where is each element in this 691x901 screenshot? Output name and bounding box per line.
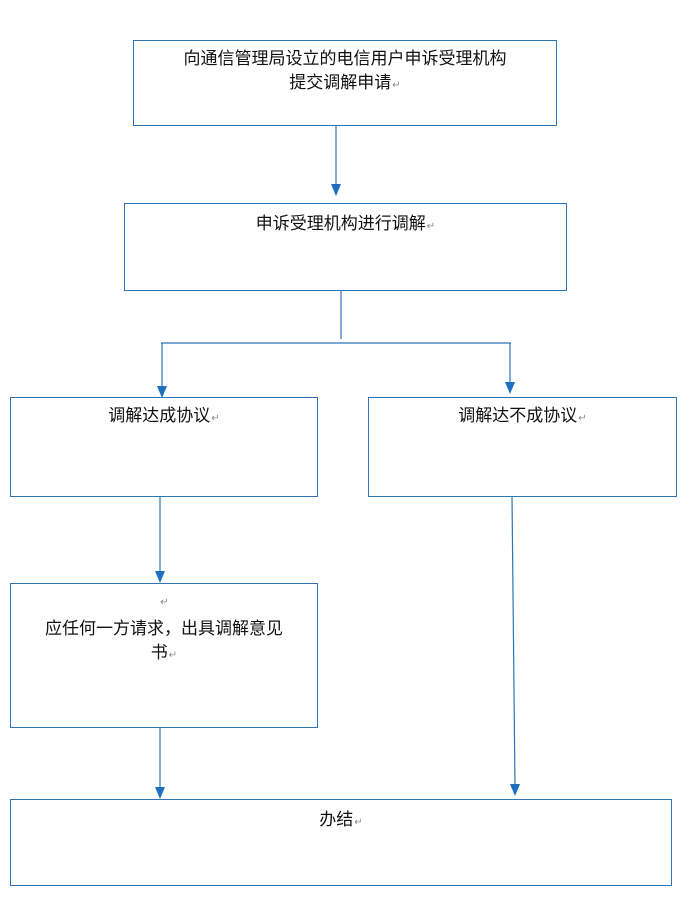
node-agreement-reached: 调解达成协议↵: [10, 397, 318, 497]
node-close-case: 办结↵: [10, 799, 672, 886]
node-agreement-reached-label: 调解达成协议: [108, 406, 211, 426]
paragraph-mark-icon: ↵: [160, 597, 169, 608]
arrowhead-not-agreed-to-close: [510, 784, 520, 796]
paragraph-mark-icon: ↵: [211, 413, 220, 424]
arrowhead-submit-to-mediate: [331, 184, 341, 196]
node-agreement-not-reached-label: 调解达不成协议: [458, 406, 578, 426]
node-agreement-not-reached: 调解达不成协议↵: [368, 397, 677, 497]
arrowhead-opinion-to-close: [155, 787, 165, 799]
node-mediation: 申诉受理机构进行调解↵: [124, 203, 567, 291]
paragraph-mark-icon: ↵: [168, 650, 178, 661]
node-mediation-label: 申诉受理机构进行调解: [255, 214, 426, 234]
paragraph-mark-icon: ↵: [426, 221, 436, 232]
arrowhead-agreed-to-opinion: [155, 571, 165, 583]
arrowhead-to-not-agreed: [505, 382, 515, 394]
paragraph-mark-icon: ↵: [578, 413, 587, 424]
arrow-not-agreed-to-close: [511, 496, 516, 788]
node-issue-opinion-line2: 书: [150, 643, 168, 663]
node-close-case-label: 办结: [319, 810, 354, 830]
node-issue-opinion: ↵ 应任何一方请求，出具调解意见 书↵: [10, 583, 318, 728]
arrowhead-to-agreed: [157, 386, 167, 398]
node-submit-line1: 向通信管理局设立的电信用户申诉受理机构: [183, 49, 507, 69]
paragraph-mark-icon: ↵: [354, 817, 363, 828]
node-issue-opinion-line1: 应任何一方请求，出具调解意见: [45, 619, 283, 639]
paragraph-mark-icon: ↵: [392, 80, 401, 91]
node-submit-line2: 提交调解申请: [289, 73, 392, 93]
node-submit-application: 向通信管理局设立的电信用户申诉受理机构 提交调解申请↵: [133, 40, 557, 126]
